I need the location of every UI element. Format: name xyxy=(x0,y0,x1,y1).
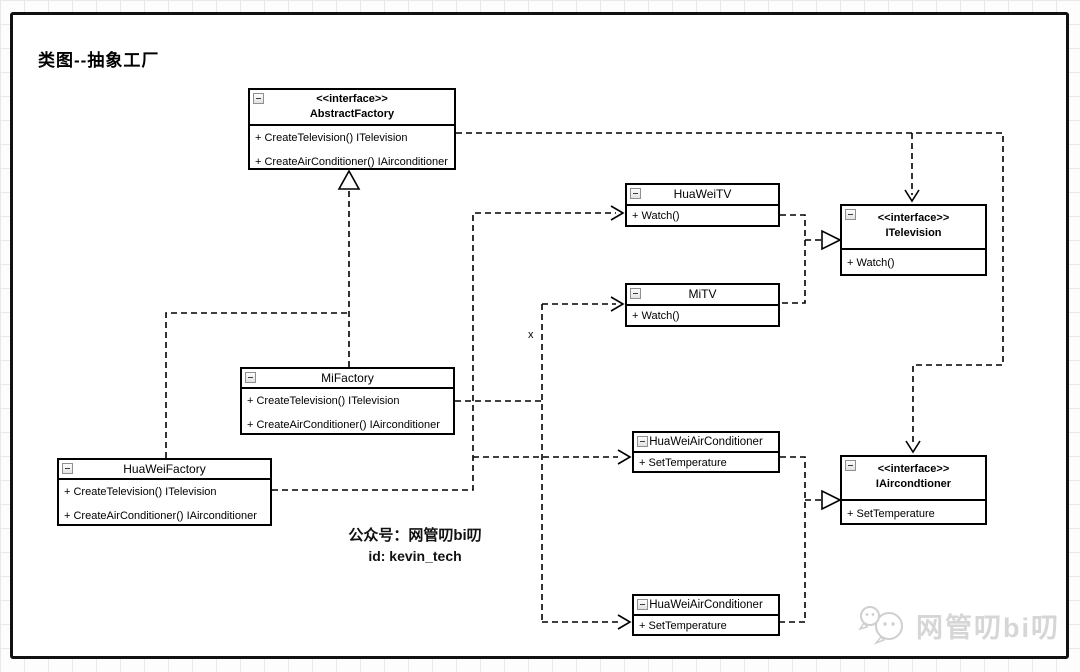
edge-label-x: x xyxy=(527,329,535,341)
class-stereotype: <<interface>> xyxy=(877,212,950,224)
class-stereotype: <<interface>> xyxy=(316,93,388,105)
class-method: + CreateTelevision() ITelevision xyxy=(255,132,408,144)
collapse-icon[interactable] xyxy=(845,460,856,471)
class-method: + SetTemperature xyxy=(639,457,727,469)
watermark-line1: 公众号：网管叨bi叨 xyxy=(348,527,482,544)
class-box-huaweitv[interactable]: HuaWeiTV + Watch() xyxy=(625,183,780,227)
class-name: IAircondtioner xyxy=(875,478,952,490)
collapse-icon[interactable] xyxy=(630,188,641,199)
collapse-icon[interactable] xyxy=(637,436,648,447)
watermark: 公众号：网管叨bi叨 id: kevin_tech xyxy=(340,526,490,566)
class-name: HuaWeiAirConditioner xyxy=(649,436,763,448)
class-method: + CreateAirConditioner() IAirconditioner xyxy=(255,156,448,168)
class-name: HuaWeiTV xyxy=(673,187,732,201)
class-method: + Watch() xyxy=(632,310,680,322)
class-box-abstractfactory[interactable]: <<interface>> AbstractFactory + CreateTe… xyxy=(248,88,456,170)
wechat-icon xyxy=(858,606,903,645)
class-stereotype: <<interface>> xyxy=(877,463,950,475)
class-box-itelevision[interactable]: <<interface>> ITelevision + Watch() xyxy=(840,204,987,276)
diagram-canvas xyxy=(10,12,1069,659)
class-method: + CreateAirConditioner() IAirconditioner xyxy=(64,510,257,522)
class-name: MiTV xyxy=(688,287,717,301)
page-title: 类图--抽象工厂 xyxy=(38,51,160,70)
class-method: + CreateTelevision() ITelevision xyxy=(247,395,400,407)
class-method: + SetTemperature xyxy=(847,508,935,520)
class-name: AbstractFactory xyxy=(309,108,395,120)
class-box-mifactory[interactable]: MiFactory + CreateTelevision() ITelevisi… xyxy=(240,367,455,435)
class-box-huaweifactory[interactable]: HuaWeiFactory + CreateTelevision() ITele… xyxy=(57,458,272,526)
class-method: + CreateAirConditioner() IAirconditioner xyxy=(247,419,440,431)
class-box-huaweiairconditioner-top[interactable]: HuaWeiAirConditioner + SetTemperature xyxy=(632,431,780,473)
class-box-mitv[interactable]: MiTV + Watch() xyxy=(625,283,780,327)
class-method: + CreateTelevision() ITelevision xyxy=(64,486,217,498)
class-name: ITelevision xyxy=(885,227,942,239)
class-box-iaircondtioner[interactable]: <<interface>> IAircondtioner + SetTemper… xyxy=(840,455,987,525)
collapse-icon[interactable] xyxy=(845,209,856,220)
class-method: + Watch() xyxy=(632,210,680,222)
class-name: HuaWeiAirConditioner xyxy=(649,599,763,611)
class-name: HuaWeiFactory xyxy=(123,462,206,476)
class-method: + SetTemperature xyxy=(639,620,727,632)
class-name: MiFactory xyxy=(321,371,374,385)
brand-text: 网管叨bi叨 xyxy=(916,612,1060,643)
collapse-icon[interactable] xyxy=(630,288,641,299)
class-box-huaweiairconditioner-bottom[interactable]: HuaWeiAirConditioner + SetTemperature xyxy=(632,594,780,636)
collapse-icon[interactable] xyxy=(62,463,73,474)
collapse-icon[interactable] xyxy=(253,93,264,104)
collapse-icon[interactable] xyxy=(245,372,256,383)
class-method: + Watch() xyxy=(847,257,895,269)
brand-logo: 网管叨bi叨 xyxy=(856,604,1060,646)
collapse-icon[interactable] xyxy=(637,599,648,610)
watermark-line2: id: kevin_tech xyxy=(368,548,462,564)
